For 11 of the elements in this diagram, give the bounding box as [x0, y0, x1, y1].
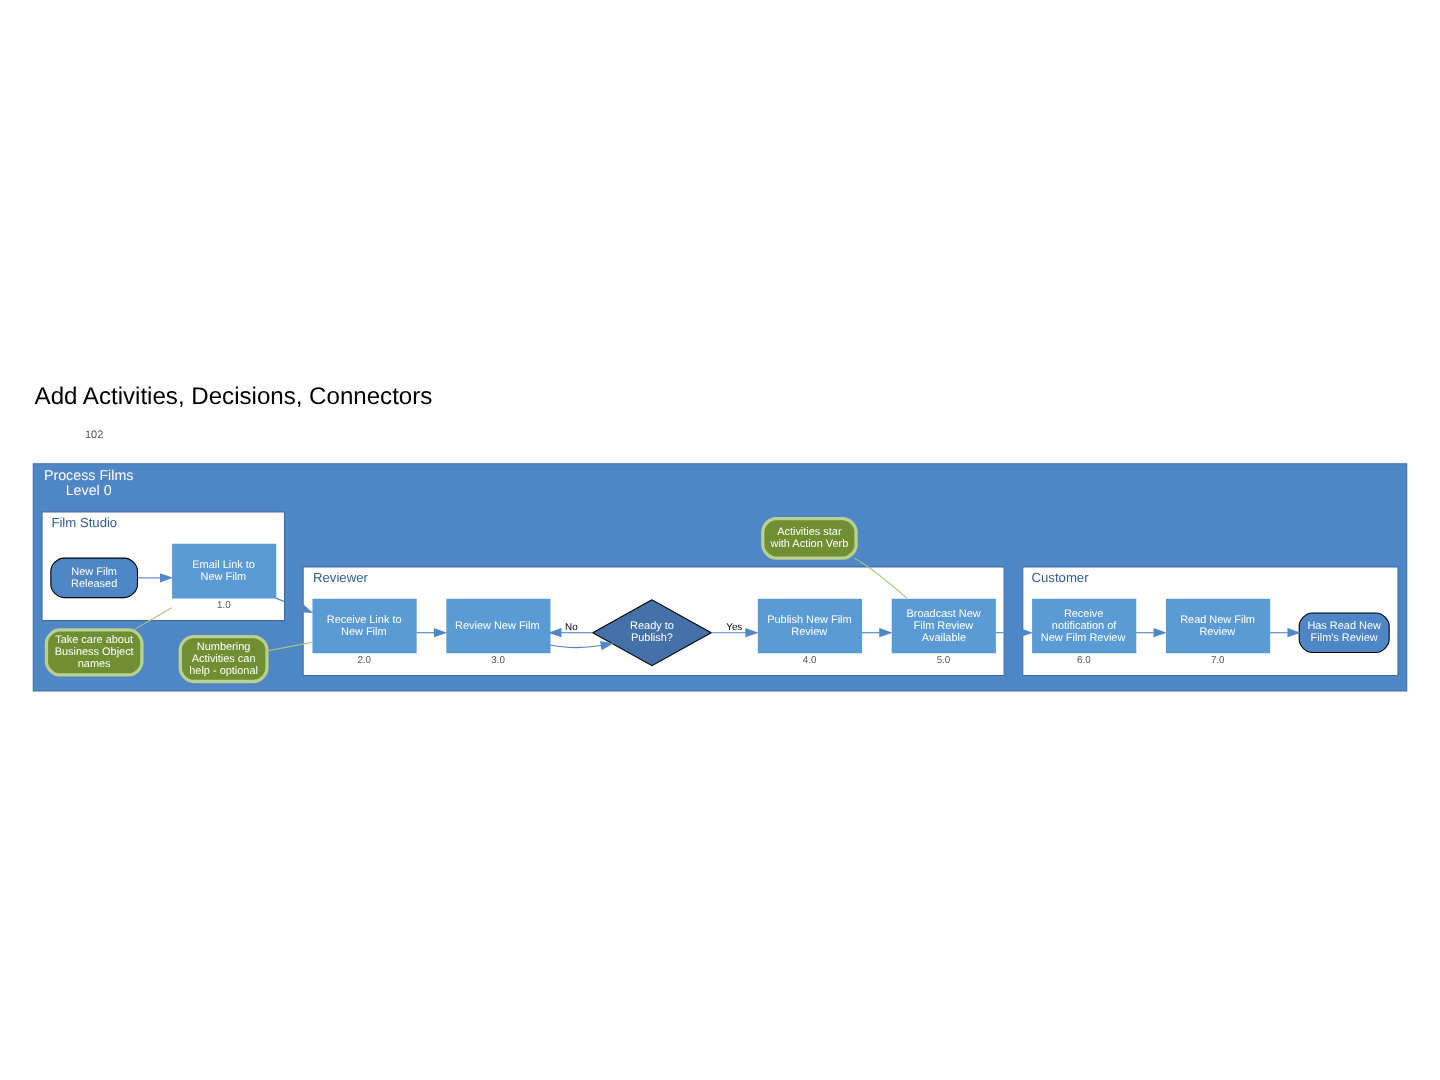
- arrow: [994, 628, 1033, 638]
- arrow: [548, 628, 593, 638]
- connector: [853, 557, 908, 600]
- arrow: [710, 628, 759, 638]
- arrow: [275, 597, 314, 613]
- arrow: [549, 641, 614, 651]
- connector: [133, 607, 172, 631]
- arrow: [415, 628, 448, 638]
- arrow: [137, 573, 174, 583]
- diagram-title: Add Activities, Decisions, Connectors: [34, 382, 433, 411]
- connector: [266, 641, 313, 652]
